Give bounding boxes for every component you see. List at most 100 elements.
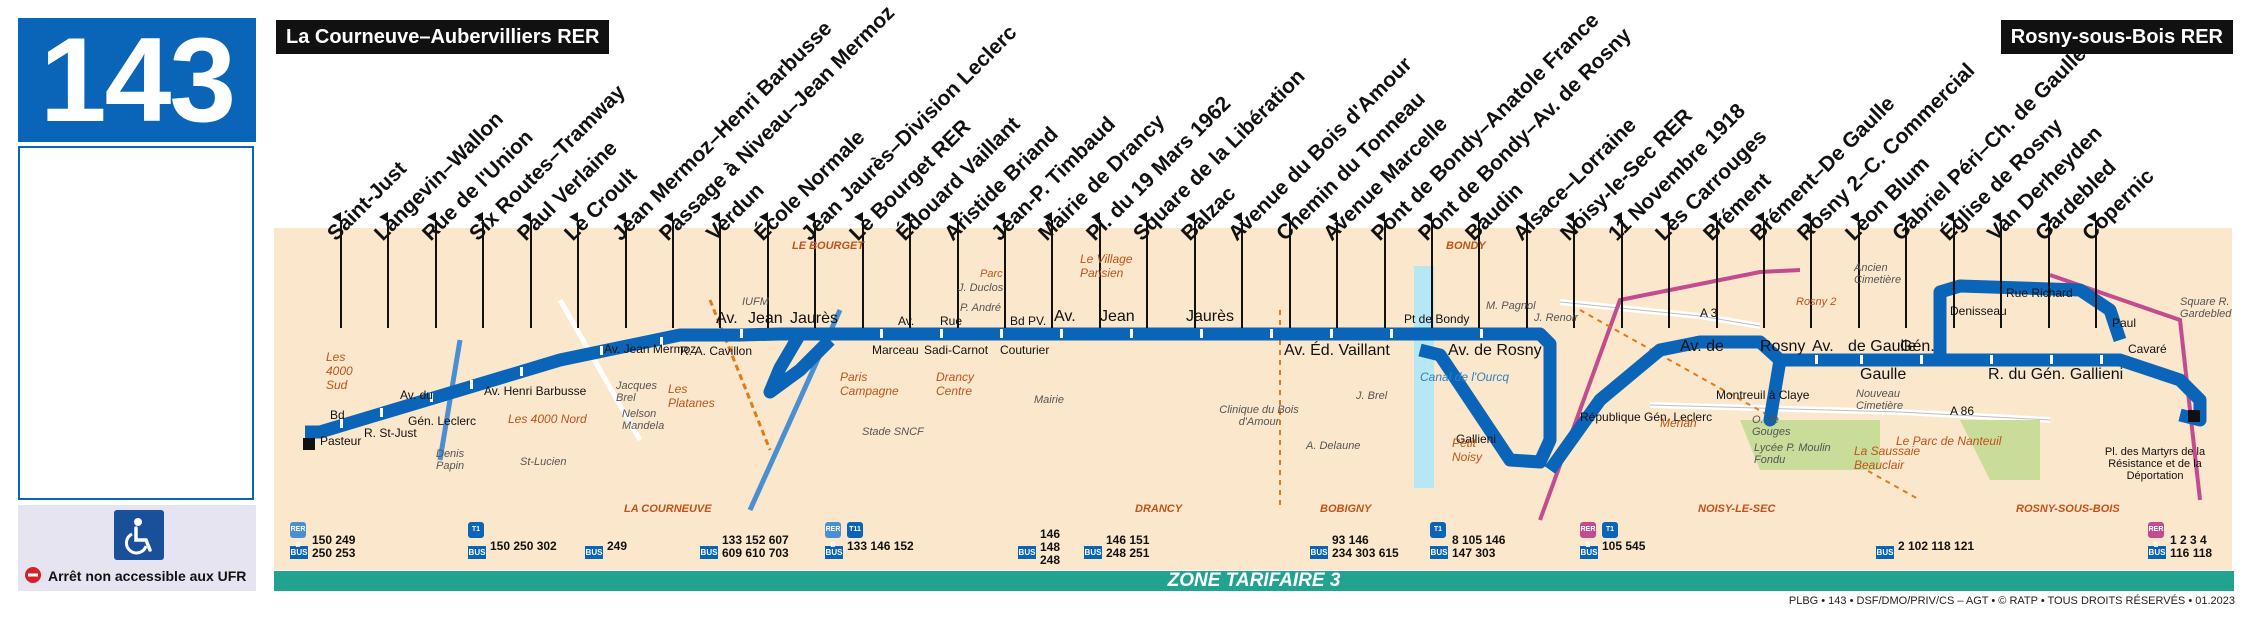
poi-label: Rosny 2	[1796, 296, 1837, 308]
stop-direction-marker	[1660, 212, 1669, 222]
stop-direction-marker	[2087, 212, 2096, 222]
street-label: Pasteur	[320, 434, 362, 448]
stop-direction-marker	[949, 212, 958, 222]
street-label: Rue	[940, 314, 963, 328]
stop-tick	[1621, 220, 1623, 328]
correspondence-lines: 93 146	[1332, 533, 1369, 547]
stop-direction-marker	[474, 212, 483, 222]
stop-direction-marker	[1565, 212, 1574, 222]
correspondence-lines: 133 146 152	[847, 539, 914, 553]
stop-direction-marker	[332, 212, 341, 222]
bus-icon: BUS	[1580, 546, 1598, 559]
stop-tick	[2095, 220, 2097, 328]
stop-direction-marker	[1138, 212, 1147, 222]
wheelchair-icon	[114, 510, 164, 560]
tram-icon: T1	[1430, 522, 1446, 538]
street-label: Gallieni	[1456, 432, 1497, 446]
stop-direction-marker	[901, 212, 910, 222]
street-label: R. St-Just	[364, 426, 417, 440]
poi-label: Denis Papin	[436, 448, 465, 472]
street-label: Av.	[716, 310, 738, 327]
stop-tick	[814, 220, 816, 328]
correspondence-lines: 250 253	[312, 546, 356, 560]
street-label: Gén.	[1900, 338, 1935, 355]
stop-tick	[862, 220, 864, 328]
stop-direction-marker	[379, 212, 388, 222]
stop-direction-marker	[1802, 212, 1811, 222]
stop-tick	[1858, 220, 1860, 328]
correspondence-lines: 116 118	[2170, 546, 2213, 560]
stop-tick	[1194, 220, 1196, 328]
stop-direction-marker	[664, 212, 673, 222]
poi-label: Ancien Cimetière	[1854, 262, 1902, 286]
poi-label: Parc	[980, 268, 1003, 280]
stop-tick	[1241, 220, 1243, 328]
rer-icon: RER B	[290, 522, 306, 549]
bus-icon: BUS	[1310, 546, 1328, 559]
stop-tick	[1573, 220, 1575, 328]
stop-tick	[672, 220, 674, 328]
stop-tick	[909, 220, 911, 328]
commune-label: BOBIGNY	[1320, 503, 1372, 515]
terminus-right: Rosny-sous-Bois RER	[2000, 20, 2233, 54]
stop-direction-marker	[711, 212, 720, 222]
district-label: Merlan	[1660, 416, 1697, 430]
poi-label: O. de Gouges	[1752, 414, 1791, 438]
street-label: Av.	[898, 314, 915, 328]
fare-zone-band: ZONE TARIFAIRE 3	[274, 571, 2234, 591]
stop-direction-marker	[1233, 212, 1242, 222]
poi-label: J. Duclos	[958, 282, 1004, 294]
correspondence-lines: 133 152 607	[722, 533, 789, 547]
stop-tick	[577, 220, 579, 328]
poi-label: St-Lucien	[520, 456, 567, 468]
stop-tick	[1289, 220, 1291, 328]
stop-tick	[1099, 220, 1101, 328]
street-label: Cavaré	[2128, 342, 2167, 356]
commune-label: LE BOURGET	[792, 240, 865, 252]
rer-icon: RER B	[825, 522, 841, 549]
rer-icon: RER E	[1580, 522, 1596, 549]
stop-direction-marker	[806, 212, 815, 222]
street-label: Av. de	[1680, 338, 1724, 355]
poi-label: M. Pagnol	[1486, 300, 1536, 312]
stop-tick	[2048, 220, 2050, 328]
street-label: R. du Gén. Gallieni	[1988, 366, 2124, 383]
poi-label: P. André	[960, 302, 1001, 314]
poi-label: Mairie	[1034, 394, 1064, 406]
poi-label: A. Delaune	[1306, 440, 1361, 452]
correspondence-lines: 147 303	[1452, 546, 1496, 560]
stop-direction-marker	[1518, 212, 1527, 222]
stop-tick	[1953, 220, 1955, 328]
street-label: Montreuil à Claye	[1716, 388, 1810, 402]
stop-tick	[1384, 220, 1386, 328]
stop-tick	[719, 220, 721, 328]
stop-tick	[482, 220, 484, 328]
stop-direction-marker	[1850, 212, 1859, 222]
district-label: Les 4000 Sud	[326, 350, 353, 392]
correspondence-lines: 248 251	[1106, 546, 1150, 560]
stop-tick	[1810, 220, 1812, 328]
correspondence-lines: 150 249	[312, 533, 356, 547]
street-label: Denisseau	[1950, 304, 2007, 318]
poi-label: Clinique du Bois d'Amour	[1219, 404, 1299, 428]
stop-tick	[1478, 220, 1480, 328]
commune-label: NOISY-LE-SEC	[1698, 503, 1776, 515]
bus-icon: BUS	[2148, 546, 2166, 559]
street-label: Jaurès	[790, 310, 839, 327]
street-label: Av.	[1054, 308, 1076, 325]
tram-icon: T1	[468, 522, 484, 538]
stop-tick	[1004, 220, 1006, 328]
correspondence-lines: 1 2 3 4	[2170, 533, 2207, 547]
poi-label: Jacques Brel	[616, 380, 657, 404]
stop-direction-marker	[2040, 212, 2049, 222]
street-label: Rue Richard	[2006, 286, 2073, 300]
commune-label: ROSNY-SOUS-BOIS	[2016, 503, 2120, 515]
street-label: Av. du	[400, 388, 433, 402]
street-label: République Gén. Leclerc	[1580, 410, 1713, 424]
stop-direction-marker	[1708, 212, 1717, 222]
bus-icon: BUS	[1876, 546, 1894, 559]
street-label: Av.	[1812, 338, 1834, 355]
stop-tick	[1716, 220, 1718, 328]
copyright-text: PLBG • 143 • DSF/DMO/PRIV/CS – AGT • © R…	[1788, 595, 2235, 607]
district-label: Les 4000 Nord	[508, 412, 587, 426]
